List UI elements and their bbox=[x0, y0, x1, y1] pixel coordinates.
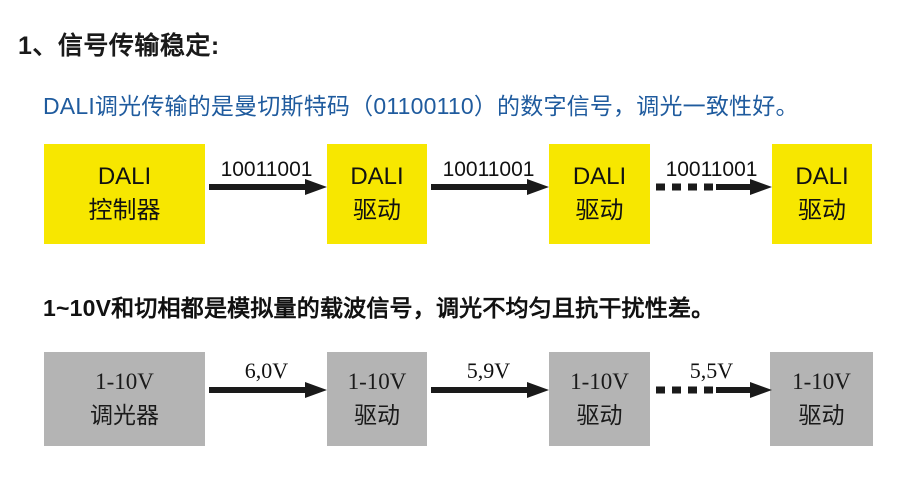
node-line2: 驱动 bbox=[798, 402, 845, 428]
analog-node-driver-3[interactable]: 1-10V 驱动 bbox=[770, 352, 873, 446]
dali-description: DALI调光传输的是曼切斯特码（01100110）的数字信号，调光一致性好。 bbox=[43, 93, 799, 119]
analog-description: 1~10V和切相都是模拟量的载波信号，调光不均匀且抗干扰性差。 bbox=[43, 295, 715, 321]
dali-arrow-label-3: 10011001 bbox=[665, 158, 758, 181]
dali-node-controller[interactable]: DALI 控制器 bbox=[44, 144, 205, 244]
node-line1: DALI bbox=[350, 162, 404, 190]
node-line2: 驱动 bbox=[354, 402, 400, 428]
analog-node-driver-1[interactable]: 1-10V 驱动 bbox=[327, 352, 427, 446]
node-line1: 1-10V bbox=[347, 369, 407, 395]
page-title: 1、信号传输稳定: bbox=[18, 32, 220, 60]
dali-arrow-2 bbox=[431, 177, 549, 211]
node-line1: 1-10V bbox=[95, 369, 154, 395]
node-line2: 驱动 bbox=[576, 402, 623, 428]
analog-arrow-2 bbox=[431, 380, 549, 414]
node-line2: 驱动 bbox=[798, 197, 846, 224]
analog-arrow-3-dashed bbox=[654, 380, 772, 414]
node-line1: DALI bbox=[97, 162, 152, 190]
node-line2: 调光器 bbox=[90, 402, 159, 428]
analog-arrow-1 bbox=[209, 380, 327, 414]
node-line1: DALI bbox=[795, 162, 849, 190]
dali-arrow-label-1: 10011001 bbox=[220, 158, 313, 181]
dali-node-driver-3[interactable]: DALI 驱动 bbox=[772, 144, 872, 244]
analog-node-driver-2[interactable]: 1-10V 驱动 bbox=[549, 352, 650, 446]
node-line1: DALI bbox=[572, 162, 627, 190]
analog-arrow-label-3: 5,5V bbox=[689, 358, 734, 383]
node-line1: 1-10V bbox=[570, 369, 629, 395]
dali-node-driver-2[interactable]: DALI 驱动 bbox=[549, 144, 650, 244]
dali-arrow-label-2: 10011001 bbox=[442, 158, 535, 181]
dali-node-driver-1[interactable]: DALI 驱动 bbox=[327, 144, 427, 244]
node-line2: 驱动 bbox=[575, 197, 624, 224]
dali-arrow-1 bbox=[209, 177, 327, 211]
analog-arrow-label-2: 5,9V bbox=[466, 358, 511, 383]
node-line2: 控制器 bbox=[88, 197, 161, 224]
analog-node-dimmer[interactable]: 1-10V 调光器 bbox=[44, 352, 205, 446]
node-line2: 驱动 bbox=[353, 197, 401, 224]
node-line1: 1-10V bbox=[792, 369, 851, 395]
dali-arrow-3-dashed bbox=[654, 177, 772, 211]
analog-arrow-label-1: 6,0V bbox=[244, 358, 289, 383]
